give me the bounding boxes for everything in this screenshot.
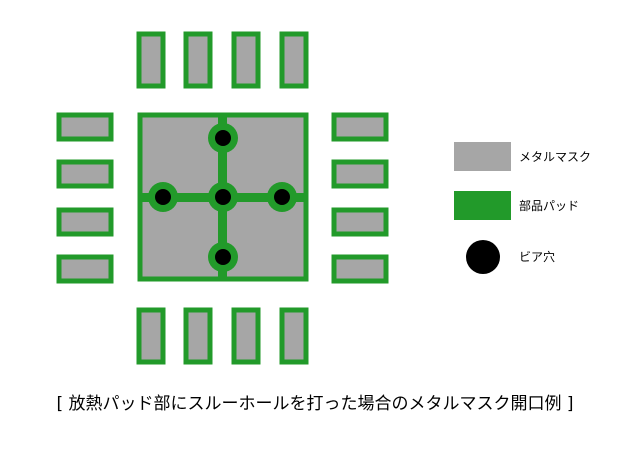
terminal-pad <box>279 31 309 89</box>
terminal-pad <box>331 254 389 284</box>
terminal-pad <box>56 207 114 237</box>
legend-label-via: ビア穴 <box>519 249 555 264</box>
legend-swatch-component-pad <box>454 191 511 220</box>
via-hole <box>155 189 171 205</box>
legend: メタルマスク 部品パッド ビア穴 <box>454 142 591 274</box>
figure-caption: [ 放熱パッド部にスルーホールを打った場合のメタルマスク開口例 ] <box>56 394 574 414</box>
via-hole <box>274 189 290 205</box>
top-terminal-pads <box>136 31 309 89</box>
terminal-pad <box>231 31 261 89</box>
terminal-pad <box>183 31 213 89</box>
terminal-pad <box>183 307 213 365</box>
via-hole <box>215 130 231 146</box>
terminal-pad <box>331 207 389 237</box>
legend-label-component-pad: 部品パッド <box>519 198 579 213</box>
right-terminal-pads <box>331 112 389 284</box>
terminal-pad <box>331 159 389 189</box>
terminal-pad <box>136 307 166 365</box>
left-terminal-pads <box>56 112 114 284</box>
terminal-pad <box>56 112 114 142</box>
terminal-pad <box>231 307 261 365</box>
thermal-pad <box>137 112 309 282</box>
terminal-pad <box>136 31 166 89</box>
legend-label-metal-mask: メタルマスク <box>519 150 591 164</box>
via-hole <box>215 249 231 265</box>
terminal-pad <box>56 254 114 284</box>
bottom-terminal-pads <box>136 307 309 365</box>
terminal-pad <box>331 112 389 142</box>
legend-swatch-metal-mask <box>454 142 511 171</box>
terminal-pad <box>279 307 309 365</box>
terminal-pad <box>56 159 114 189</box>
via-hole <box>215 189 231 205</box>
legend-swatch-via <box>466 240 500 274</box>
